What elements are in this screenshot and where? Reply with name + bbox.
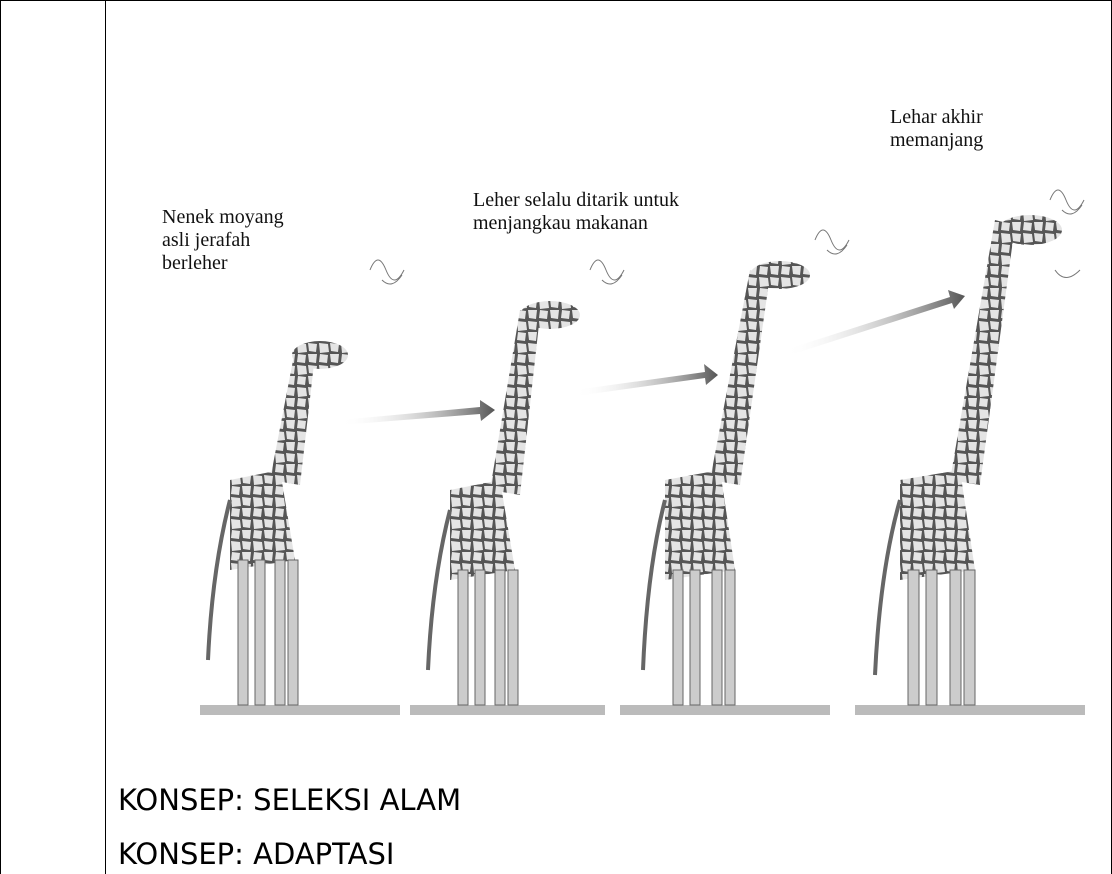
- concept-line-2: KONSEP: ADAPTASI: [118, 836, 394, 872]
- concept-line-1: KONSEP: SELEKSI ALAM: [118, 782, 461, 818]
- progression-arrows: [340, 290, 965, 425]
- giraffe-1: [208, 260, 404, 705]
- giraffe-4: [875, 190, 1084, 705]
- caption-final: Lehar akhir memanjang: [890, 106, 983, 152]
- table-border-left: [0, 0, 1, 874]
- ground-grass: [200, 705, 1085, 715]
- caption-stretching: Leher selalu ditarik untuk menjangkau ma…: [473, 189, 679, 235]
- table-column-divider: [105, 0, 106, 874]
- giraffe-2: [428, 260, 624, 705]
- table-border-top: [0, 0, 1112, 1]
- caption-ancestor: Nenek moyang asli jerafah berleher: [162, 206, 284, 275]
- giraffe-3: [643, 230, 849, 705]
